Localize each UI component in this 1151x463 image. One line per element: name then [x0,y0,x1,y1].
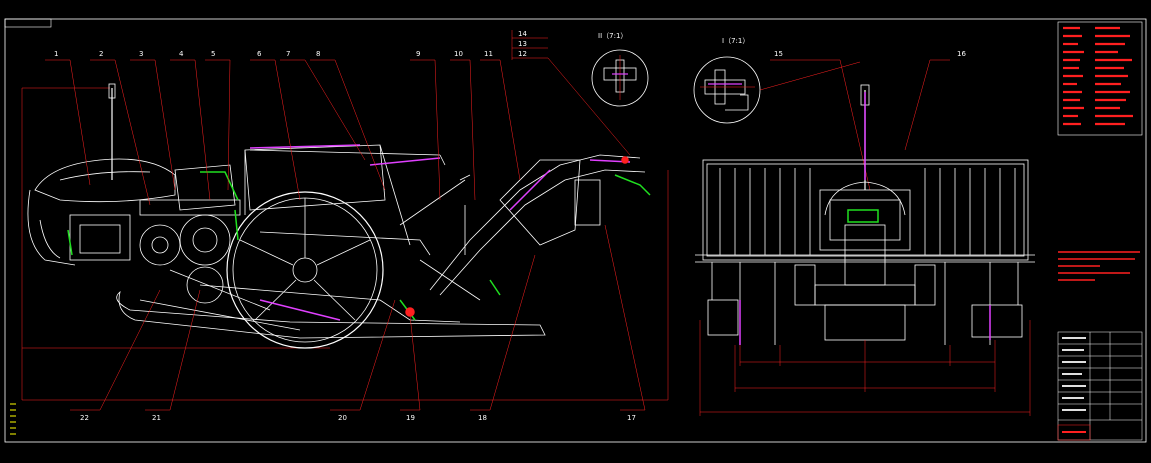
front-view-highlights [739,92,991,345]
part-number: 11 [484,50,493,58]
part-number: 19 [406,414,415,422]
part-number: 4 [179,50,184,58]
side-view [21,83,669,401]
part-number: 21 [152,414,161,422]
detail-view-ii: II（7:1） [591,32,649,107]
title-block [1057,331,1143,441]
leader-lines [45,30,950,411]
part-number: 9 [416,50,420,58]
part-number: 12 [518,50,527,58]
side-view-highlights [67,144,651,321]
part-number: 2 [99,50,103,58]
margin-ticks [10,403,16,435]
part-number: 5 [211,50,215,58]
part-number: 7 [286,50,290,58]
part-number: 1 [54,50,58,58]
detail-leader [759,61,861,91]
part-number: 16 [957,50,966,58]
detail-view-i: I（7:1） [693,37,761,124]
part-numbers-bottom: 22 21 20 19 18 17 [80,414,636,422]
part-number: 20 [338,414,347,422]
detail-label: I（7:1） [722,37,749,45]
seedling-tray-slats [719,168,1016,255]
detail-label: II（7:1） [598,32,627,40]
part-numbers-top: 1 2 3 4 5 6 7 8 9 10 11 12 13 14 15 16 [54,30,966,58]
sheet-tag-box [4,18,52,28]
part-number: 15 [774,50,783,58]
part-number: 17 [627,414,636,422]
part-number: 18 [478,414,487,422]
technical-notes [1058,251,1140,281]
part-number: 10 [454,50,463,58]
part-number: 22 [80,414,89,422]
part-number: 8 [316,50,320,58]
part-number: 14 [518,30,527,38]
part-number: 3 [139,50,143,58]
parameter-table [1057,21,1143,136]
part-number: 13 [518,40,527,48]
part-number: 6 [257,50,262,58]
sheet-border [4,18,1147,443]
front-view-dimensions [699,320,1031,416]
